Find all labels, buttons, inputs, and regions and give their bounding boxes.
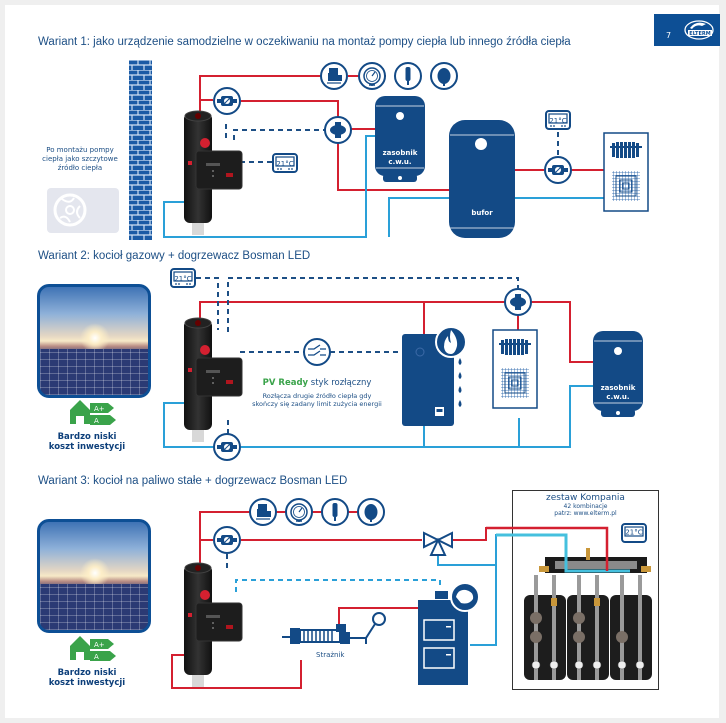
solar-panels-image — [37, 519, 151, 633]
low-cost-line2: koszt inwestycji — [48, 442, 126, 452]
thermostat-readout: 21°C — [549, 117, 566, 125]
water-drops-icon — [458, 358, 462, 407]
pv-ready-block: PV Ready styk rozłączny Rozłącza drugie … — [232, 378, 402, 408]
three-way-valve-icon — [504, 288, 532, 316]
pv-ready-description: Rozłącza drugie źródło ciepła gdy skończ… — [252, 392, 382, 408]
gas-boiler — [402, 334, 454, 426]
pump-icon — [213, 87, 241, 115]
bosman-heater-v3 — [183, 562, 243, 688]
low-cost-label: Bardzo niski koszt inwestycji — [32, 668, 142, 688]
radiator-floor-heating-panel — [492, 329, 538, 409]
pressure-gauge-icon — [358, 62, 386, 90]
brand-badge: 7 ELTERM — [654, 14, 720, 46]
kompania-title: zestaw Kompania — [546, 493, 625, 503]
v1-signal-lines — [225, 124, 559, 163]
variant1-title: Wariant 1: jako urządzenie samodzielne w… — [38, 36, 571, 48]
coal-icon — [450, 582, 480, 612]
kompania-box: zestaw Kompania 42 kombinacje patrz: www… — [512, 490, 659, 690]
sun — [80, 558, 110, 588]
pump-icon — [544, 156, 572, 184]
variant3-title: Wariant 3: kocioł na paliwo stałe + dogr… — [38, 475, 348, 487]
expansion-vessel-icon — [430, 62, 458, 90]
dhw-tank-label: zasobnik — [383, 149, 418, 157]
thermostat-readout: 21°C — [625, 529, 642, 537]
kompania-link[interactable]: patrz: www.elterm.pl — [554, 510, 617, 517]
three-way-valve-icon — [324, 116, 352, 144]
thermostat-readout: 21°C — [174, 275, 191, 283]
heat-pump-note: Po montażu pompy ciepła jako szczytowe ź… — [42, 146, 118, 172]
solid-fuel-boiler — [418, 591, 468, 685]
v1-cold-pipes — [163, 135, 605, 238]
dhw-tank-label: zasobnik — [601, 384, 636, 392]
heat-pump-icon — [47, 188, 119, 233]
brick-wall-icon — [129, 60, 152, 240]
energy-class-top: A+ — [94, 405, 105, 413]
energy-class-icon: A+ A — [70, 636, 116, 661]
solar-panels-image — [37, 284, 151, 398]
thermostat-readout: 21°C — [276, 160, 293, 168]
pv-ready-bold: PV Ready — [262, 378, 309, 388]
dhw-tank — [374, 95, 426, 183]
dhw-tank — [592, 330, 644, 418]
low-cost-label: Bardzo niski koszt inwestycji — [32, 432, 142, 452]
v2-cold-pipes — [163, 385, 594, 448]
dhw-tank-label: c.w.u. — [606, 393, 629, 401]
pv-ready-rest: styk rozłączny — [308, 378, 372, 388]
pv-ready-heading: PV Ready styk rozłączny — [232, 378, 402, 388]
kompania-combinations: 42 kombinacje — [563, 503, 608, 510]
guard-label: Strażnik — [316, 651, 345, 659]
flame-icon — [435, 326, 467, 358]
safety-valve-icon — [320, 62, 348, 90]
sun — [80, 323, 110, 353]
energy-class-icon: A+ A — [70, 400, 116, 425]
mixing-valve-icon — [423, 531, 453, 556]
energy-class-bottom: A — [94, 653, 99, 661]
energy-class-bottom: A — [94, 417, 99, 425]
thermal-guard-icon — [282, 612, 386, 644]
brand-name: ELTERM — [689, 31, 710, 37]
variant2-title: Wariant 2: kocioł gazowy + dogrzewacz Bo… — [38, 250, 311, 262]
expansion-vessel-icon — [357, 498, 385, 526]
low-cost-line1: Bardzo niski — [57, 668, 117, 678]
low-cost-line1: Bardzo niski — [57, 432, 117, 442]
energy-class-top: A+ — [94, 641, 105, 649]
pressure-gauge-icon — [285, 498, 313, 526]
elterm-logo-icon: ELTERM — [684, 20, 714, 40]
dhw-tank-label: c.w.u. — [388, 158, 411, 166]
safety-valve-icon — [249, 498, 277, 526]
buffer-label: bufor — [471, 209, 493, 217]
radiator-floor-heating-panel — [603, 132, 649, 212]
low-cost-line2: koszt inwestycji — [48, 678, 126, 688]
air-vent-icon — [394, 62, 422, 90]
pump-icon — [213, 433, 241, 461]
v1-hot-pipes — [199, 75, 605, 191]
thermostat-icon: 21°C — [621, 523, 647, 543]
page-number: 7 — [666, 31, 672, 40]
panel-grid — [40, 584, 148, 630]
pump-icon — [213, 526, 241, 554]
pv-switch-icon — [303, 338, 331, 366]
buffer-tank — [449, 120, 515, 238]
air-vent-icon — [321, 498, 349, 526]
panel-grid — [40, 349, 148, 395]
